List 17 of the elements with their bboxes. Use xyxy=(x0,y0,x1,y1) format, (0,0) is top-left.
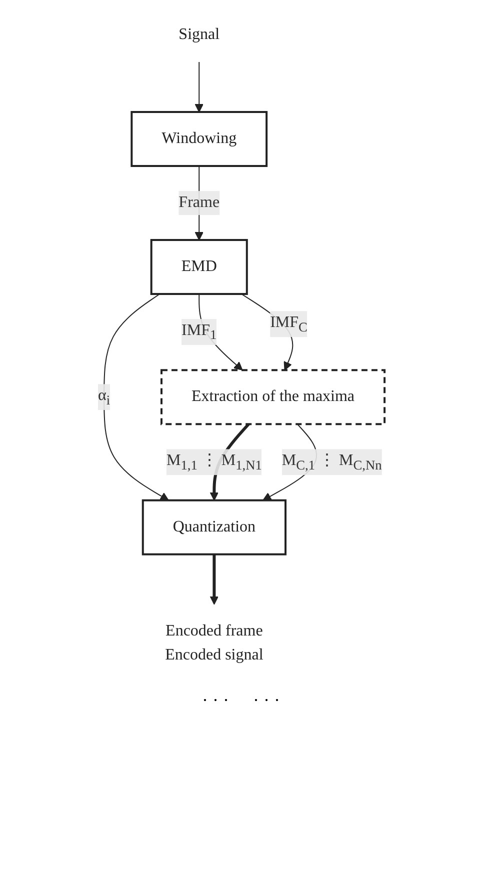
edge-label: IMF$_{1}$ xyxy=(181,322,216,342)
node-box: Windowing xyxy=(130,111,268,167)
arrow xyxy=(210,554,218,605)
node-box: Quantization xyxy=(142,499,286,556)
arrow xyxy=(194,62,204,112)
edge-label: M$_{C,1}$ ⋮ M$_{C,Nn}$ xyxy=(282,452,382,472)
node-text: Encoded frame Encoded signal xyxy=(164,622,264,664)
arrow xyxy=(103,293,169,501)
edge-label: α$_{i}$ xyxy=(98,387,110,408)
node-text: Signal xyxy=(178,26,220,43)
node-box: EMD xyxy=(150,239,248,295)
edge-label: IMF$_{C}$ xyxy=(270,314,308,334)
edge-label: M$_{1,1}$ ⋮ M$_{1,N1}$ xyxy=(166,452,262,472)
ellipsis-label: · · · xyxy=(202,690,229,710)
edge-label: Frame xyxy=(178,194,220,211)
ellipsis-label: · · · xyxy=(253,690,280,710)
node-box: Extraction of the maxima xyxy=(160,369,386,426)
